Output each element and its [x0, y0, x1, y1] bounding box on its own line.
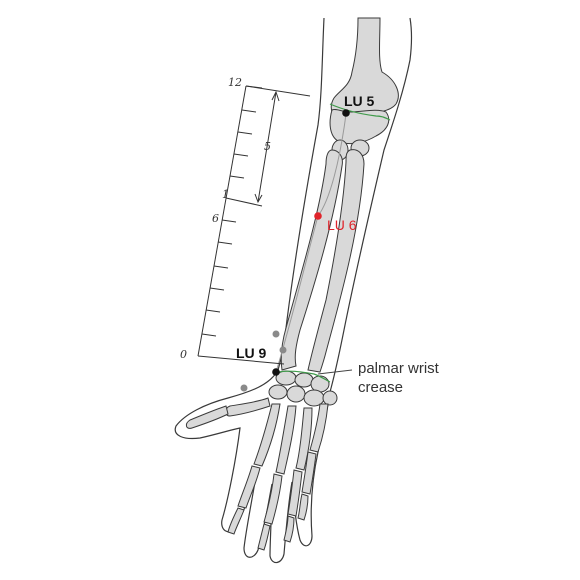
scale-label-six: 6 [212, 212, 219, 225]
humerus-bone [330, 17, 399, 127]
bracket-label-lower: 1 [222, 188, 229, 201]
grey-point [240, 384, 248, 392]
crease-leader-line [317, 369, 353, 375]
scale-label-top: 12 [228, 76, 242, 89]
lu6-label: LU 6 [327, 217, 357, 233]
scale-label-zero: 0 [180, 348, 187, 361]
lu6-point [314, 212, 322, 220]
crease-note-line2: crease [358, 379, 403, 396]
lu5-point [342, 109, 350, 117]
grey-point [279, 346, 287, 354]
crease-note-line1: palmar wrist [358, 360, 440, 377]
radius-bone [280, 149, 343, 371]
proportional-scale [197, 85, 311, 365]
lu9-label: LU 9 [236, 345, 267, 361]
grey-point [272, 330, 280, 338]
palmar-wrist-crease-line [277, 370, 331, 383]
carpal-bones [268, 370, 338, 407]
finger-bones [227, 403, 329, 551]
arm-outline [174, 17, 413, 564]
lu5-label: LU 5 [344, 93, 375, 109]
lu9-point [272, 368, 280, 376]
elbow-crease [329, 103, 391, 121]
thumb-bones [185, 397, 271, 429]
ulna-bone [307, 149, 365, 373]
minor-points [240, 330, 287, 392]
bracket-label-upper: 5 [264, 140, 271, 153]
